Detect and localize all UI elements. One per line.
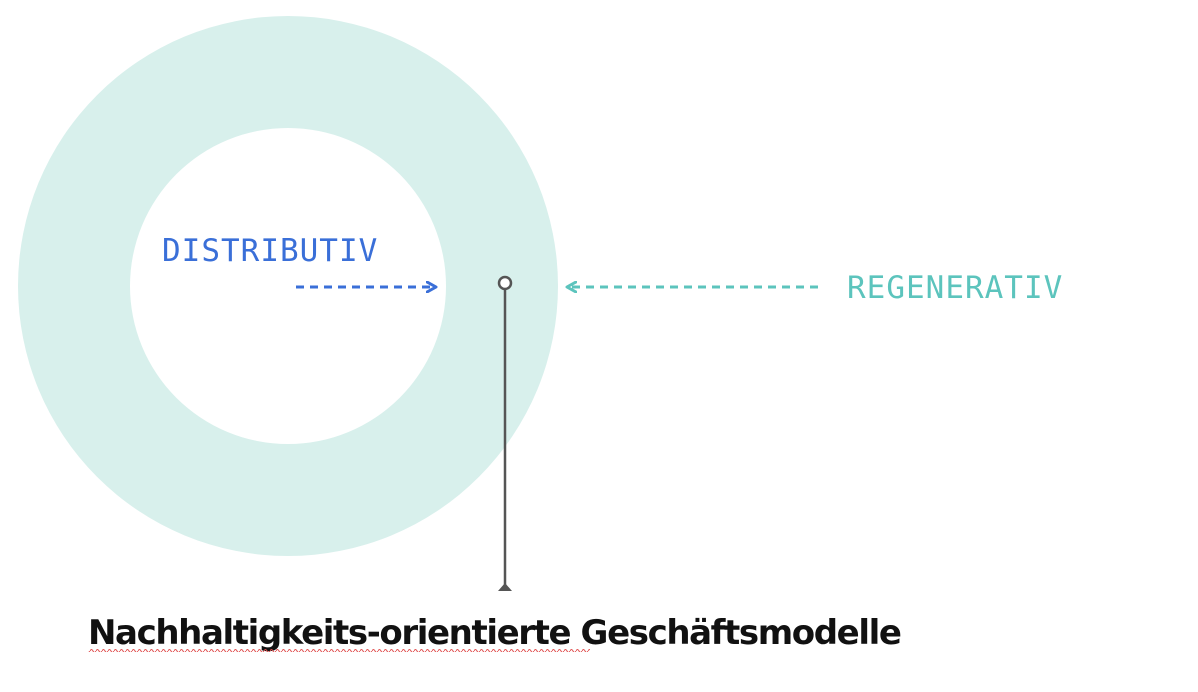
distributiv-label: DISTRIBUTIV [162, 233, 378, 269]
connector-end-icon [498, 583, 512, 591]
connector-node-icon [497, 275, 513, 291]
regenerativ-label: REGENERATIV [847, 270, 1063, 306]
title-part-2: Geschäftsmodelle [570, 613, 901, 653]
inner-circle [130, 128, 446, 444]
title-part-1: Nachhaltigkeits-orientierte [88, 613, 570, 653]
title-text: Nachhaltigkeits-orientierte Geschäftsmod… [88, 613, 901, 653]
spellcheck-underline [88, 649, 590, 653]
